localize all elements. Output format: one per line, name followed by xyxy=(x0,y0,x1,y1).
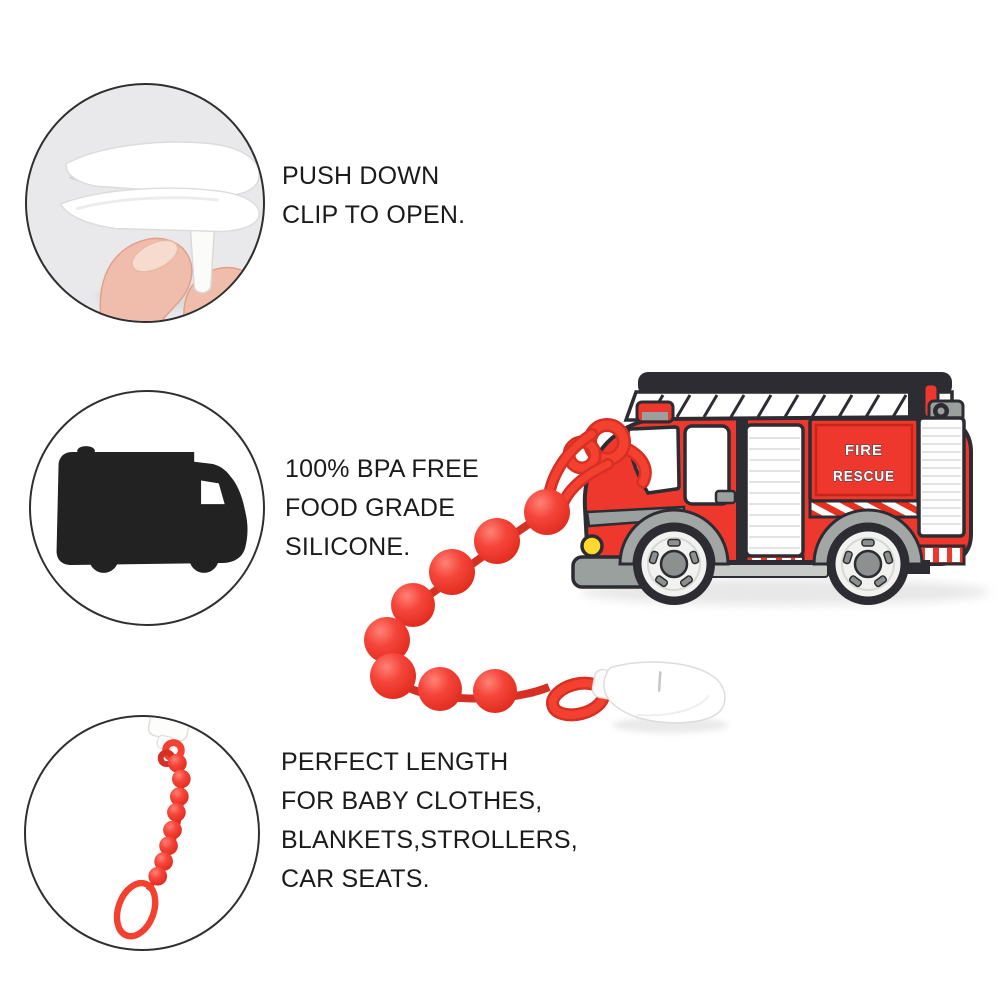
clip-stem xyxy=(189,222,216,294)
caption-bpa-free: 100% BPA FREE FOOD GRADE SILICONE. xyxy=(285,450,479,567)
rear-post xyxy=(908,374,926,420)
front-wheel xyxy=(633,523,715,605)
cab-step xyxy=(714,489,737,505)
white-pacifier-clip xyxy=(591,661,726,724)
clip-slit xyxy=(657,671,662,692)
caption-line: 100% BPA FREE xyxy=(285,455,479,483)
clip-highlight xyxy=(75,196,219,211)
truck-silhouette xyxy=(56,451,248,566)
clip-open-photo xyxy=(59,141,262,321)
small-bead-chain xyxy=(148,753,191,886)
caption-line: FOR BABY CLOTHES, xyxy=(281,787,543,815)
fire-rescue-label-line1: FIRE xyxy=(845,442,883,459)
rear-wheel xyxy=(827,523,909,605)
clip-upper-jaw xyxy=(65,141,260,196)
feature-circle-silicone xyxy=(29,390,265,626)
clip-lower-jaw xyxy=(59,187,260,233)
fire-truck-illustration: FIRE RESCUE xyxy=(571,372,990,605)
silhouette-wheel xyxy=(189,543,219,573)
silhouette-wheel xyxy=(89,543,119,573)
caption-line: CAR SEATS. xyxy=(281,865,430,893)
feature-circle-length xyxy=(24,715,260,951)
beaded-pacifier-clip-photo xyxy=(113,717,193,940)
silicone-beads xyxy=(364,489,570,713)
bead-chain-illustration xyxy=(364,418,728,733)
fire-rescue-panel: FIRE RESCUE xyxy=(808,417,920,503)
caption-line: PUSH DOWN xyxy=(282,162,440,190)
caption-perfect-length: PERFECT LENGTH FOR BABY CLOTHES, BLANKET… xyxy=(281,743,578,899)
caption-push-down: PUSH DOWN CLIP TO OPEN. xyxy=(282,157,465,235)
thumb-nail xyxy=(131,239,179,273)
caption-line: PERFECT LENGTH xyxy=(281,748,509,776)
middle-roller-door xyxy=(744,423,805,558)
truck-silhouette-icon xyxy=(56,446,248,573)
fire-rescue-label-line2: RESCUE xyxy=(833,468,895,485)
caption-line: BLANKETS,STROLLERS, xyxy=(281,826,578,854)
cab-side-window xyxy=(683,424,731,506)
rear-roller-shutter xyxy=(917,416,966,538)
cab-roof-trim xyxy=(642,412,668,420)
feature-circle-clip xyxy=(25,83,265,323)
clip-seam xyxy=(636,694,710,717)
caption-line: CLIP TO OPEN. xyxy=(282,201,466,229)
hose-hook xyxy=(922,382,965,423)
roof-bar xyxy=(638,372,952,396)
caption-line: FOOD GRADE xyxy=(285,494,456,522)
caption-line: SILICONE. xyxy=(285,533,411,561)
small-loop xyxy=(113,879,159,940)
